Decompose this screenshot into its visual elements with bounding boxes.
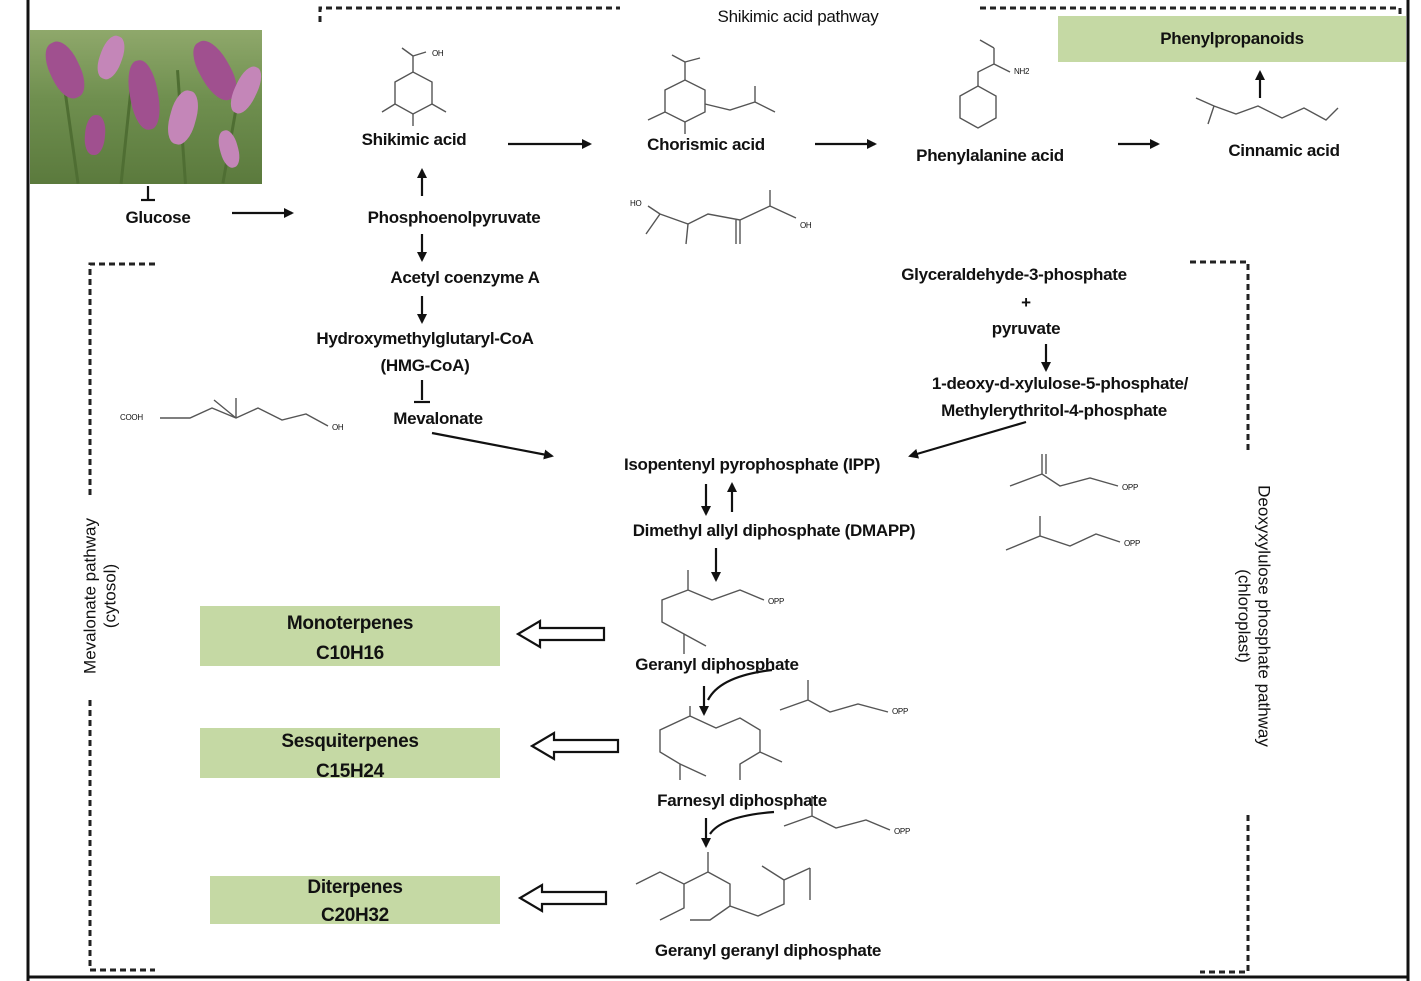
shikimic-pathway-label: Shikimic acid pathway (717, 7, 879, 26)
diterpenes-box: Diterpenes C20H32 (210, 876, 500, 926)
mevalonate-bracket (88, 262, 155, 972)
phenylalanine-acid-label: Phenylalanine acid (916, 146, 1064, 165)
mevalonate-structure (160, 398, 329, 427)
mevalonate-pathway-label-line2: (cytosol) (100, 563, 119, 629)
ipp-opp-label: OPP (1122, 483, 1138, 492)
ipp-unit-1-opp-label: OPP (892, 707, 908, 716)
shikimic-acid-label: Shikimic acid (361, 130, 467, 149)
ggpp-label: Geranyl geranyl diphosphate (654, 941, 882, 960)
mevalonate-pathway-label-line1: Mevalonate pathway (80, 518, 100, 674)
hollow-arrow-sesquiterpenes (529, 731, 620, 761)
hmg-coa-label-line1: Hydroxymethylglutaryl-CoA (316, 329, 534, 348)
shikimic-acid-structure (394, 71, 433, 115)
dxp-pathway-label-line1: Deoxyxylulose phosphate pathway (1254, 485, 1274, 747)
arrow-mevalonate-to-ipp (431, 431, 554, 460)
sesquiterpenes-label: Sesquiterpenes (281, 731, 419, 752)
dmapp-label: Dimethyl allyl diphosphate (DMAPP) (632, 521, 916, 540)
arrow-mep-to-ipp (908, 420, 1027, 459)
sesquiterpenes-box: Sesquiterpenes C15H24 (200, 728, 500, 782)
chorismic-acid-structure (664, 79, 706, 123)
pep-ho-label: HO (630, 199, 642, 208)
pep-structure (659, 190, 797, 244)
phenylalanine-structure (959, 85, 997, 129)
dmapp-structure (1005, 516, 1121, 551)
acetyl-coa-label: Acetyl coenzyme A (390, 268, 540, 287)
gpp-label: Geranyl diphosphate (635, 655, 799, 674)
monoterpenes-label: Monoterpenes (286, 613, 414, 634)
diterpenes-formula: C20H32 (321, 905, 389, 926)
fpp-structure (659, 706, 783, 780)
ipp-addition-curve-2 (709, 810, 775, 835)
mevalonate-oh-label: OH (332, 423, 344, 432)
shikimic-oh-label: OH (432, 49, 444, 58)
mevalonate-cooh-label: COOH (120, 413, 143, 422)
g3p-label: Glyceraldehyde-3-phosphate (901, 265, 1127, 284)
ipp-addition-curve-1 (707, 668, 773, 701)
dxp-pathway-label-line2: (chloroplast) (1235, 569, 1254, 663)
dxp-pathway-label: Deoxyxylulose phosphate pathway (chlorop… (1234, 485, 1274, 747)
phenylpropanoids-label: Phenylpropanoids (1160, 29, 1304, 48)
ggpp-structure (635, 852, 811, 921)
phosphoenolpyruvate-label: Phosphoenolpyruvate (367, 208, 541, 227)
ipp-unit-1 (779, 680, 889, 713)
gpp-opp-label: OPP (768, 597, 784, 606)
fpp-label: Farnesyl diphosphate (657, 791, 827, 810)
mevalonate-label: Mevalonate (393, 409, 483, 428)
plus-label: + (1021, 293, 1031, 312)
phenylalanine-nh2-label: NH2 (1014, 67, 1030, 76)
shikimic-bracket (318, 6, 1402, 22)
cinnamic-acid-label: Cinnamic acid (1228, 141, 1340, 160)
pep-oh-label: OH (800, 221, 812, 230)
phenylpropanoids-box: Phenylpropanoids (1058, 16, 1406, 62)
hollow-arrow-diterpenes (517, 883, 608, 913)
sesquiterpenes-formula: C15H24 (316, 761, 384, 782)
hmg-coa-label-line2: (HMG-CoA) (380, 356, 470, 375)
diterpenes-label: Diterpenes (307, 877, 403, 898)
chorismic-acid-label: Chorismic acid (647, 135, 765, 154)
dxp-label-line2: Methylerythritol-4-phosphate (941, 401, 1167, 420)
ipp-unit-2 (783, 796, 891, 831)
dxp-label-line1: 1-deoxy-d-xylulose-5-phosphate/ (931, 374, 1189, 393)
dmapp-opp-label: OPP (1124, 539, 1140, 548)
gpp-structure (661, 570, 765, 654)
dxp-bracket (1190, 260, 1250, 974)
ipp-unit-2-opp-label: OPP (894, 827, 910, 836)
mevalonate-pathway-label: Mevalonate pathway (cytosol) (80, 518, 119, 674)
pyruvate-label: pyruvate (991, 319, 1061, 338)
hollow-arrow-monoterpenes (515, 619, 606, 649)
ipp-structure (1009, 454, 1119, 487)
glucose-label: Glucose (125, 208, 191, 227)
monoterpenes-box: Monoterpenes C10H16 (200, 606, 500, 666)
lavender-photo (30, 30, 262, 184)
monoterpenes-formula: C10H16 (316, 643, 384, 664)
ipp-label: Isopentenyl pyrophosphate (IPP) (623, 455, 881, 474)
cinnamic-acid-structure (1195, 97, 1339, 125)
